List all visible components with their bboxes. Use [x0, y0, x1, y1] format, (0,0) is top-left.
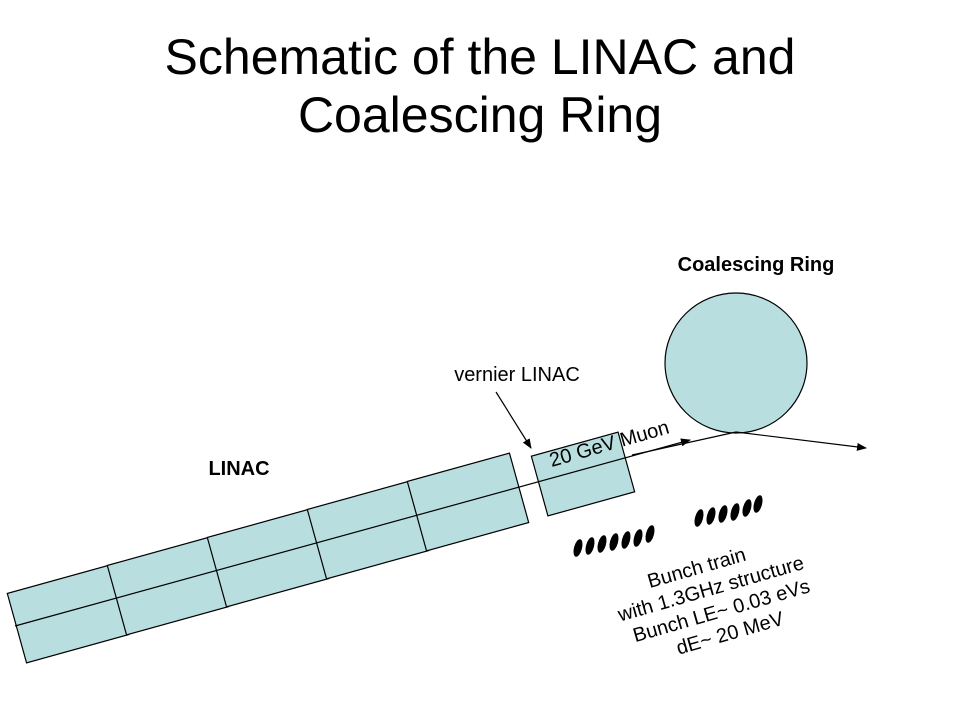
- title-line-2: Coalescing Ring: [297, 87, 663, 143]
- bunch: [753, 495, 763, 513]
- bunch: [706, 507, 716, 525]
- bunch: [621, 531, 631, 549]
- bunch: [609, 533, 619, 551]
- vernier-linac-segment: [530, 431, 636, 517]
- linac-segment-2: [106, 536, 230, 636]
- vernier-pointer-arrow: [495, 391, 532, 449]
- beam-line: [14, 438, 691, 627]
- injection-line: [631, 431, 737, 456]
- slide-title: Schematic of the LINAC and Coalescing Ri…: [0, 28, 960, 144]
- bunch: [633, 529, 643, 547]
- bunch: [730, 503, 740, 521]
- bunch-train-caption: Bunch train with 1.3GHz structure Bunch …: [615, 544, 813, 660]
- bunch: [742, 499, 752, 517]
- extraction-arrow: [735, 431, 867, 451]
- bunch: [694, 509, 704, 527]
- vernier-linac-label: vernier LINAC: [454, 364, 580, 386]
- bunch: [718, 505, 728, 523]
- linac-label: LINAC: [208, 458, 269, 480]
- bunch-train-right: [694, 495, 763, 527]
- bunch: [585, 537, 595, 555]
- linac-segment-3: [206, 508, 330, 608]
- coalescing-ring-label: Coalescing Ring: [678, 254, 835, 276]
- linac-segment-1: [6, 564, 130, 664]
- bunch-train-left: [573, 525, 655, 557]
- linac-segment-5: [406, 452, 530, 552]
- bunch: [573, 539, 583, 557]
- coalescing-ring: [664, 292, 808, 434]
- linac-segment-4: [306, 480, 430, 580]
- title-line-1: Schematic of the LINAC and: [164, 29, 796, 85]
- bunch: [645, 525, 655, 543]
- bunch: [597, 535, 607, 553]
